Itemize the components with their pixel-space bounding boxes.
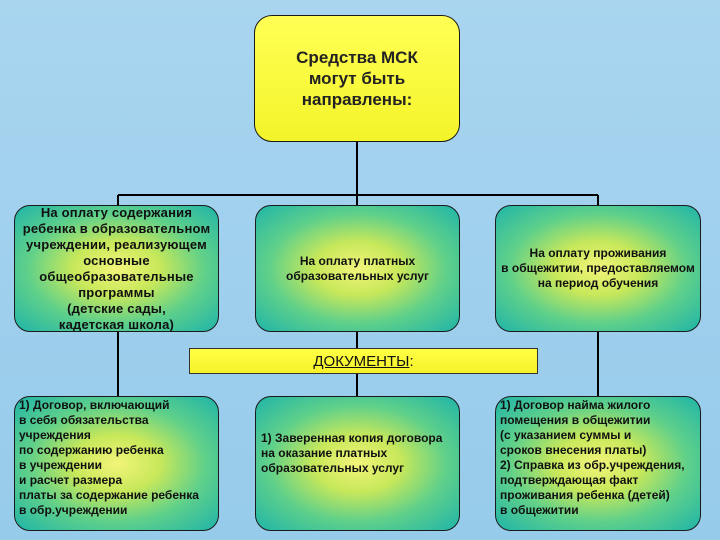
top-node-msk-funds: Средства МСК могут быть направлены: [254,15,460,142]
branch-paid-education: На оплату платных образовательных услуг [255,205,460,332]
documents-label: ДОКУМЕНТЫ [313,352,410,370]
documents-colon: : [409,352,414,370]
branch-kindergarten-school: На оплату содержания ребенка в образоват… [14,205,219,332]
documents-bar: ДОКУМЕНТЫ: [189,348,538,374]
doc-dormitory-contract: 1) Договор найма жилого помещения в обще… [495,396,701,531]
doc-kindergarten-contract: 1) Договор, включающий в себя обязательс… [14,396,219,531]
branch-dormitory: На оплату проживания в общежитии, предос… [495,205,701,332]
doc-paid-education-contract: 1) Заверенная копия договора на оказание… [255,396,460,531]
